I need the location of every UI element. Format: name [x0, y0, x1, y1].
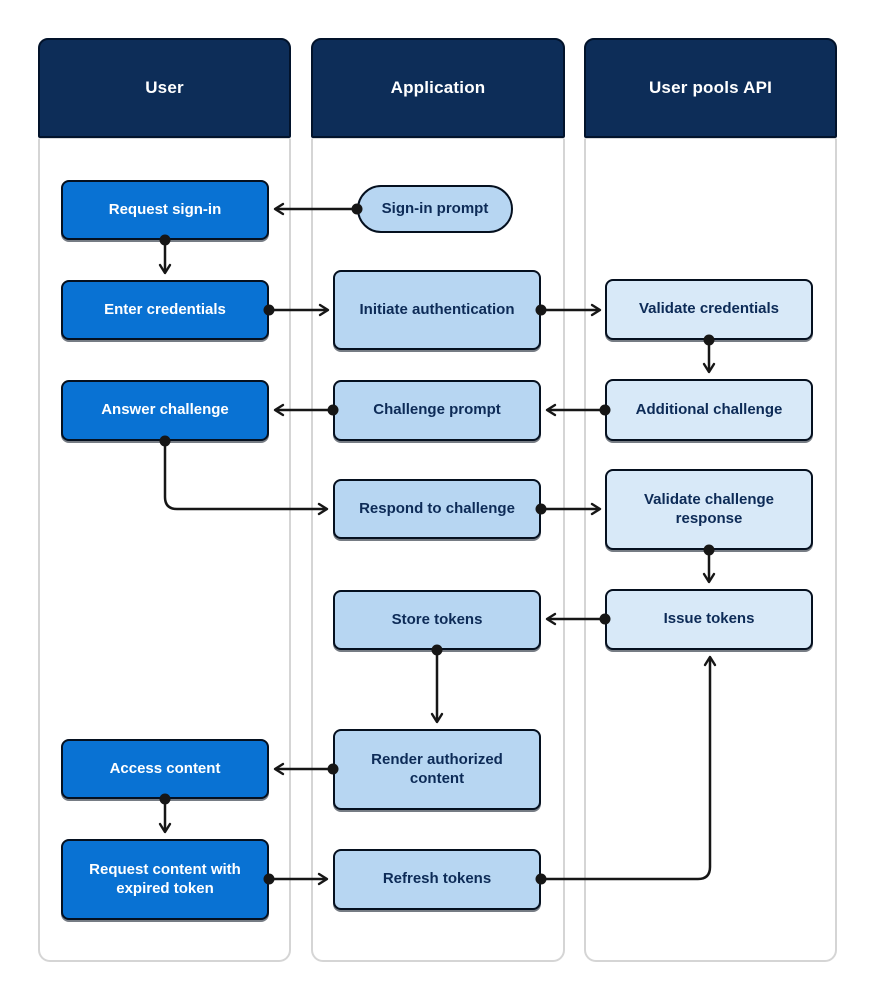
swimlane-user-pools-api-title: User pools API	[648, 78, 773, 97]
node-challenge-prompt: Challenge prompt	[333, 380, 541, 441]
node-access-content: Access content	[61, 739, 269, 799]
swimlane-user-pools-api-body	[584, 138, 837, 962]
node-request-content-expired-token: Request content with expired token	[61, 839, 269, 920]
swimlane-user-header: User	[38, 38, 291, 138]
node-refresh-tokens: Refresh tokens	[333, 849, 541, 910]
node-additional-challenge: Additional challenge	[605, 379, 813, 441]
node-render-authorized-content: Render authorized content	[333, 729, 541, 810]
node-store-tokens: Store tokens	[333, 590, 541, 650]
swimlane-user-title: User	[145, 78, 184, 97]
node-validate-challenge-response: Validate challenge response	[605, 469, 813, 550]
swimlane-user: User	[38, 38, 291, 962]
swimlane-user-pools-api-header: User pools API	[584, 38, 837, 138]
swimlane-application-header: Application	[311, 38, 565, 138]
node-initiate-authentication: Initiate authentication	[333, 270, 541, 350]
node-respond-to-challenge: Respond to challenge	[333, 479, 541, 539]
node-validate-credentials: Validate credentials	[605, 279, 813, 340]
swimlane-application-title: Application	[390, 78, 486, 97]
node-request-sign-in: Request sign-in	[61, 180, 269, 240]
node-enter-credentials: Enter credentials	[61, 280, 269, 340]
node-issue-tokens: Issue tokens	[605, 589, 813, 650]
node-sign-in-prompt: Sign-in prompt	[357, 185, 513, 233]
node-answer-challenge: Answer challenge	[61, 380, 269, 441]
swimlane-application-body	[311, 138, 565, 962]
